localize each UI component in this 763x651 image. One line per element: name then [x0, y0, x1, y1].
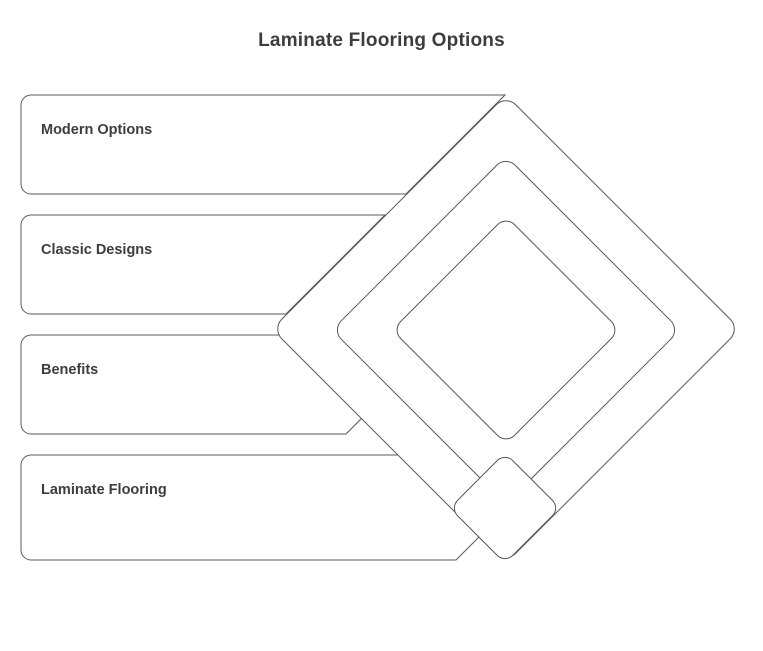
page-title: Laminate Flooring Options: [258, 30, 505, 51]
label-box-classic-designs[interactable]: [20, 214, 387, 315]
diamond-layer-3[interactable]: [392, 216, 620, 444]
label-classic-designs: Classic Designs: [41, 242, 153, 258]
label-modern-options: Modern Options: [41, 122, 153, 138]
label-box-modern-options[interactable]: [20, 94, 507, 195]
diamond-layer-4[interactable]: [450, 453, 560, 563]
label-benefits: Benefits: [41, 362, 99, 378]
label-laminate-flooring: Laminate Flooring: [41, 482, 167, 498]
